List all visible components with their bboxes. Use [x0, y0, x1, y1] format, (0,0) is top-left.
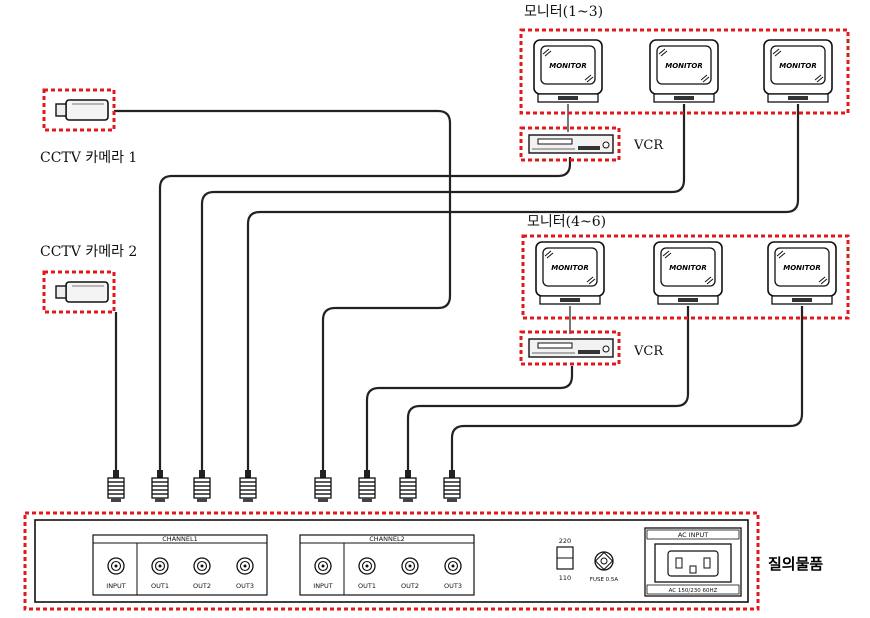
- voltage-high-label: 220: [559, 537, 571, 545]
- monitor-6: MONITOR: [767, 241, 837, 305]
- monitor-5: MONITOR: [653, 241, 723, 305]
- bnc-connectors: [107, 470, 461, 502]
- port-ch2-out2: OUT2: [401, 557, 419, 590]
- bnc-connector: [399, 470, 417, 502]
- bnc-connector: [314, 470, 332, 502]
- vcr-bottom: [519, 330, 621, 366]
- port-ch2-input: INPUT: [313, 557, 333, 590]
- camera2-label: CCTV 카메라 2: [40, 244, 137, 260]
- monitor-4-text: MONITOR: [551, 264, 589, 272]
- camera1-label: CCTV 카메라 1: [40, 150, 137, 166]
- ac-input-spec: AC 150/230 60HZ: [669, 588, 718, 594]
- camera1-highlight: [42, 88, 116, 132]
- monitor-6-text: MONITOR: [783, 264, 821, 272]
- bnc-connector: [193, 470, 211, 502]
- vcr-bottom-highlight: [519, 330, 621, 366]
- ac-input: AC INPUT AC 150/230 60HZ: [644, 527, 742, 597]
- panel-highlight: [23, 511, 760, 611]
- channel1-title: CHANNEL1: [162, 535, 197, 543]
- port-label: OUT2: [401, 582, 419, 590]
- cable-camera1: [114, 109, 452, 470]
- port-ch2-out1: OUT1: [358, 557, 376, 590]
- bnc-connector: [151, 470, 169, 502]
- port-label: OUT1: [358, 582, 376, 590]
- voltage-low-label: 110: [559, 574, 571, 582]
- vcr-bottom-label: VCR: [633, 344, 664, 359]
- vcr-top: [519, 126, 621, 162]
- cables: [114, 104, 804, 470]
- cable-ch1-out1: [158, 157, 572, 470]
- vcr-top-highlight: [519, 126, 621, 162]
- port-ch1-input: INPUT: [106, 557, 126, 590]
- cable-ch2-out2: [406, 306, 690, 470]
- monitors-top-label: 모니터(1~3): [524, 4, 603, 20]
- monitor-3-text: MONITOR: [779, 62, 817, 70]
- cable-ch2-out1: [365, 366, 574, 470]
- voltage-switch: 220 110: [556, 537, 574, 582]
- monitor-2-text: MONITOR: [665, 62, 703, 70]
- fuse-label: FUSE 0.5A: [590, 577, 619, 583]
- port-ch2-out3: OUT3: [444, 557, 462, 590]
- target-label: 질의물품: [768, 555, 823, 573]
- channel1-block: CHANNEL1: [92, 534, 268, 596]
- rear-panel: [34, 519, 749, 603]
- monitor-1-text: MONITOR: [549, 62, 587, 70]
- port-label: OUT3: [444, 582, 462, 590]
- channel2-title: CHANNEL2: [369, 535, 404, 543]
- port-label: OUT3: [236, 582, 254, 590]
- monitors-bottom-label: 모니터(4~6): [527, 214, 606, 230]
- bnc-connector: [107, 470, 125, 502]
- cable-ch2-out3: [450, 306, 804, 470]
- camera2-lens: [55, 285, 67, 299]
- port-label: OUT2: [193, 582, 211, 590]
- monitor-1: MONITOR: [533, 39, 603, 103]
- monitor-3: MONITOR: [763, 39, 833, 103]
- monitors-top-group: MONITOR MONITOR MONITOR: [533, 39, 833, 103]
- port-label: INPUT: [313, 582, 332, 590]
- port-ch1-out2: OUT2: [193, 557, 211, 590]
- monitors-top-highlight: [519, 28, 850, 115]
- camera2-highlight: [42, 270, 116, 314]
- port-ch1-out3: OUT3: [236, 557, 254, 590]
- bnc-connector: [443, 470, 461, 502]
- camera-1: [42, 88, 116, 132]
- cable-ch1-out2: [200, 104, 686, 470]
- camera2-body: [65, 281, 109, 303]
- panel-ports: INPUT OUT1 OUT2 OUT3 INPUT OUT1 OUT2 OUT3: [106, 557, 462, 590]
- ac-input-title: AC INPUT: [678, 531, 708, 539]
- port-ch1-out1: OUT1: [151, 557, 169, 590]
- monitor-4: MONITOR: [535, 241, 605, 305]
- channel2-block: CHANNEL2: [299, 534, 475, 596]
- camera1-body: [65, 99, 109, 121]
- camera-2: [42, 270, 116, 314]
- monitors-bottom-highlight: [521, 234, 850, 320]
- port-label: OUT1: [151, 582, 169, 590]
- cable-ch1-out3: [246, 104, 800, 470]
- bnc-connector: [239, 470, 257, 502]
- vcr-top-label: VCR: [633, 138, 664, 153]
- monitor-2: MONITOR: [649, 39, 719, 103]
- camera1-lens: [55, 103, 67, 117]
- port-label: INPUT: [106, 582, 125, 590]
- bnc-connector: [358, 470, 376, 502]
- monitors-bottom-group: MONITOR MONITOR MONITOR: [535, 241, 837, 305]
- fuse: FUSE 0.5A: [590, 551, 619, 583]
- monitor-5-text: MONITOR: [669, 264, 707, 272]
